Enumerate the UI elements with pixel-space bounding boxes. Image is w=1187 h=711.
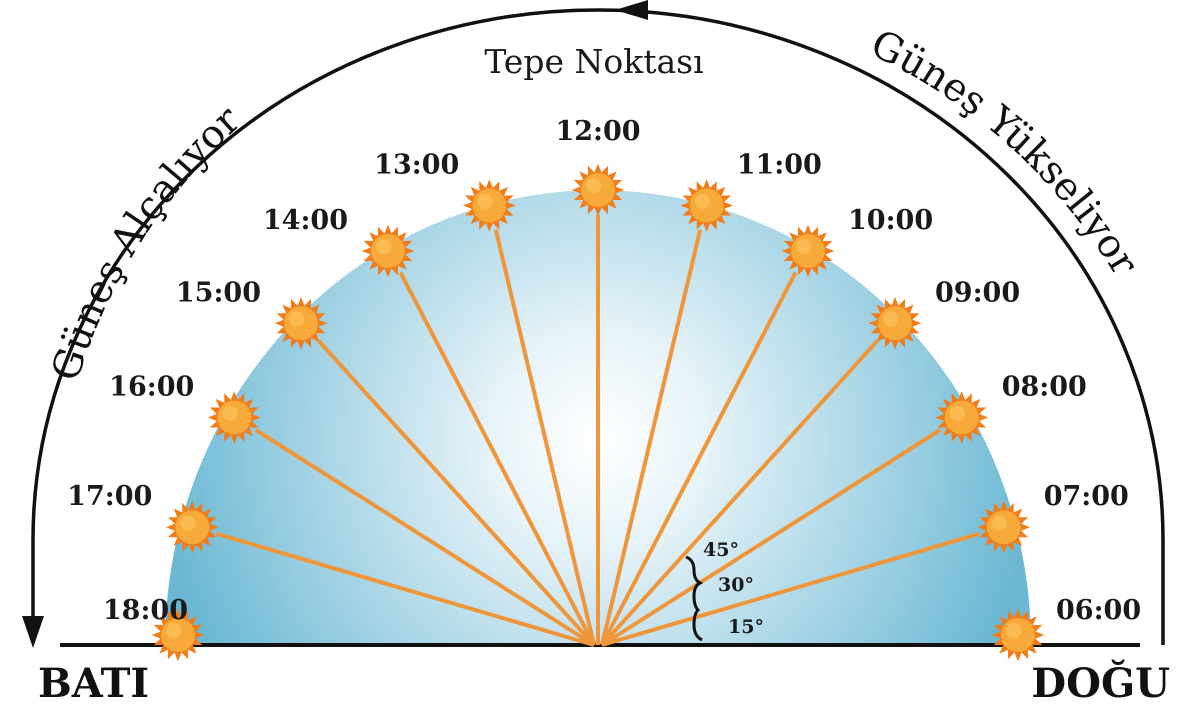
rising-label: Güneş Yükseliyor (864, 21, 1147, 283)
arrowhead-icon (615, 0, 648, 20)
sun-ray-1700 (215, 531, 595, 647)
hour-label-1300: 13:00 (374, 150, 459, 181)
sun-ray-1600 (254, 428, 596, 647)
hour-label-1000: 10:00 (848, 205, 933, 236)
angle-brackets (685, 555, 704, 642)
sun-icon (977, 500, 1030, 554)
sun-icon (935, 391, 989, 444)
sun-path-arc (31, 8, 1165, 645)
sun-icon (462, 179, 516, 232)
sun-icon (207, 391, 261, 444)
arrowhead-icon (22, 616, 44, 648)
sun-ray-1400 (398, 271, 596, 646)
hour-label-1400: 14:00 (263, 205, 348, 236)
west-label: BATI (38, 660, 149, 707)
east-label: DOĞU (1031, 660, 1170, 707)
hour-label-1800: 18:00 (103, 595, 188, 626)
sun-ray-1000 (600, 271, 798, 646)
zenith-label: Tepe Noktası (484, 42, 703, 81)
hour-label-1200: 12:00 (555, 116, 640, 147)
angle-label-45: 45° (703, 539, 739, 561)
sun-icon (274, 296, 328, 350)
hour-labels-group: 06:00 07:00 08:00 09:00 10:00 11:00 12:00 13:00… (67, 116, 1141, 626)
sun-icon (166, 500, 219, 554)
hour-label-0600: 06:00 (1056, 595, 1141, 626)
hour-label-0800: 08:00 (1002, 372, 1087, 403)
setting-label: Güneş Alçalıyor (43, 97, 249, 386)
sun-ray-0800 (600, 428, 942, 647)
sun-ray-1300 (493, 229, 596, 646)
sun-rays-group (215, 215, 981, 647)
hour-label-1700: 17:00 (67, 481, 152, 512)
sun-icon (781, 224, 835, 278)
sun-icon (991, 608, 1045, 662)
angle-label-30: 30° (718, 574, 754, 596)
angle-label-15: 15° (728, 616, 764, 638)
sun-ray-0900 (600, 339, 879, 647)
hour-label-1600: 16:00 (109, 372, 194, 403)
sun-ray-1500 (317, 339, 596, 647)
hour-label-0900: 09:00 (935, 277, 1020, 308)
hour-label-1100: 11:00 (737, 150, 822, 181)
sun-icon (868, 296, 922, 350)
sun-icon (680, 179, 734, 232)
sun-icon (571, 163, 625, 217)
hour-label-0700: 07:00 (1044, 481, 1129, 512)
sun-icon (151, 608, 205, 662)
suns-group (151, 163, 1045, 662)
sun-icon (361, 224, 415, 278)
angle-brace-icon (685, 555, 704, 642)
hour-label-1500: 15:00 (176, 277, 261, 308)
sun-ray-1100 (600, 229, 703, 646)
sun-ray-0700 (601, 531, 981, 647)
